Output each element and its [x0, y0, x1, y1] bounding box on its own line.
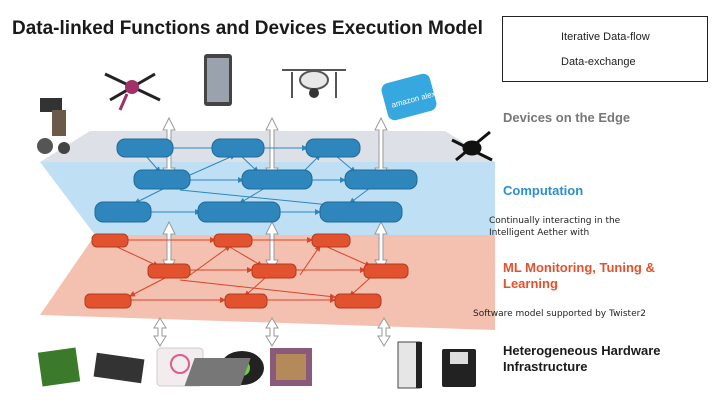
ml-node: [213, 233, 253, 248]
ml-node: [147, 263, 191, 279]
legend-iterative-label: Iterative Data-flow: [561, 31, 650, 43]
hardware-layer-label: Heterogeneous Hardware Infrastructure: [503, 343, 661, 374]
computation-node: [94, 201, 152, 223]
ml-node: [251, 263, 297, 279]
ml-node: [334, 293, 382, 309]
ml-node: [91, 233, 129, 248]
quadcopter-device: [282, 69, 346, 98]
ml-layer-label: ML Monitoring, Tuning & Learning: [503, 260, 655, 291]
ml-node: [311, 233, 351, 248]
computation-node: [197, 201, 281, 223]
edge-layer-label: Devices on the Edge: [503, 110, 631, 125]
ml-node: [84, 293, 132, 309]
ml-links: [114, 237, 371, 303]
computation-node: [133, 169, 191, 190]
legend-exchange-label: Data-exchange: [561, 56, 636, 68]
ml-node: [363, 263, 409, 279]
computation-node: [319, 201, 403, 223]
edge-plane: [40, 131, 495, 162]
computation-node: [116, 138, 174, 158]
tablet-device: [204, 54, 232, 106]
computation-node: [241, 169, 313, 190]
cpu-chip-icon: [184, 358, 251, 386]
drone-device: [104, 72, 161, 111]
black-drone-device: [451, 130, 493, 162]
computation-node: [305, 138, 361, 158]
ml-nodes: [84, 233, 409, 309]
computation-nodes: [94, 138, 418, 223]
legend-box: Iterative Data-flow Data-exchange: [502, 16, 708, 82]
robot-arm-device: [37, 98, 70, 154]
circuit-board-icon: [37, 347, 81, 387]
ml-plane: [40, 235, 495, 330]
alexa-device: amazon alexa: [381, 73, 441, 121]
computation-node: [344, 169, 418, 190]
gpu-card-icon: [93, 352, 145, 384]
aether-note: Continually interacting in the Intellige…: [489, 216, 621, 238]
computation-layer-label: Computation: [503, 183, 584, 198]
computation-node: [211, 138, 265, 158]
ml-node: [224, 293, 268, 309]
diagram-title: Data-linked Functions and Devices Execut…: [12, 18, 483, 39]
twister-note: Software model supported by Twister2: [473, 309, 647, 319]
